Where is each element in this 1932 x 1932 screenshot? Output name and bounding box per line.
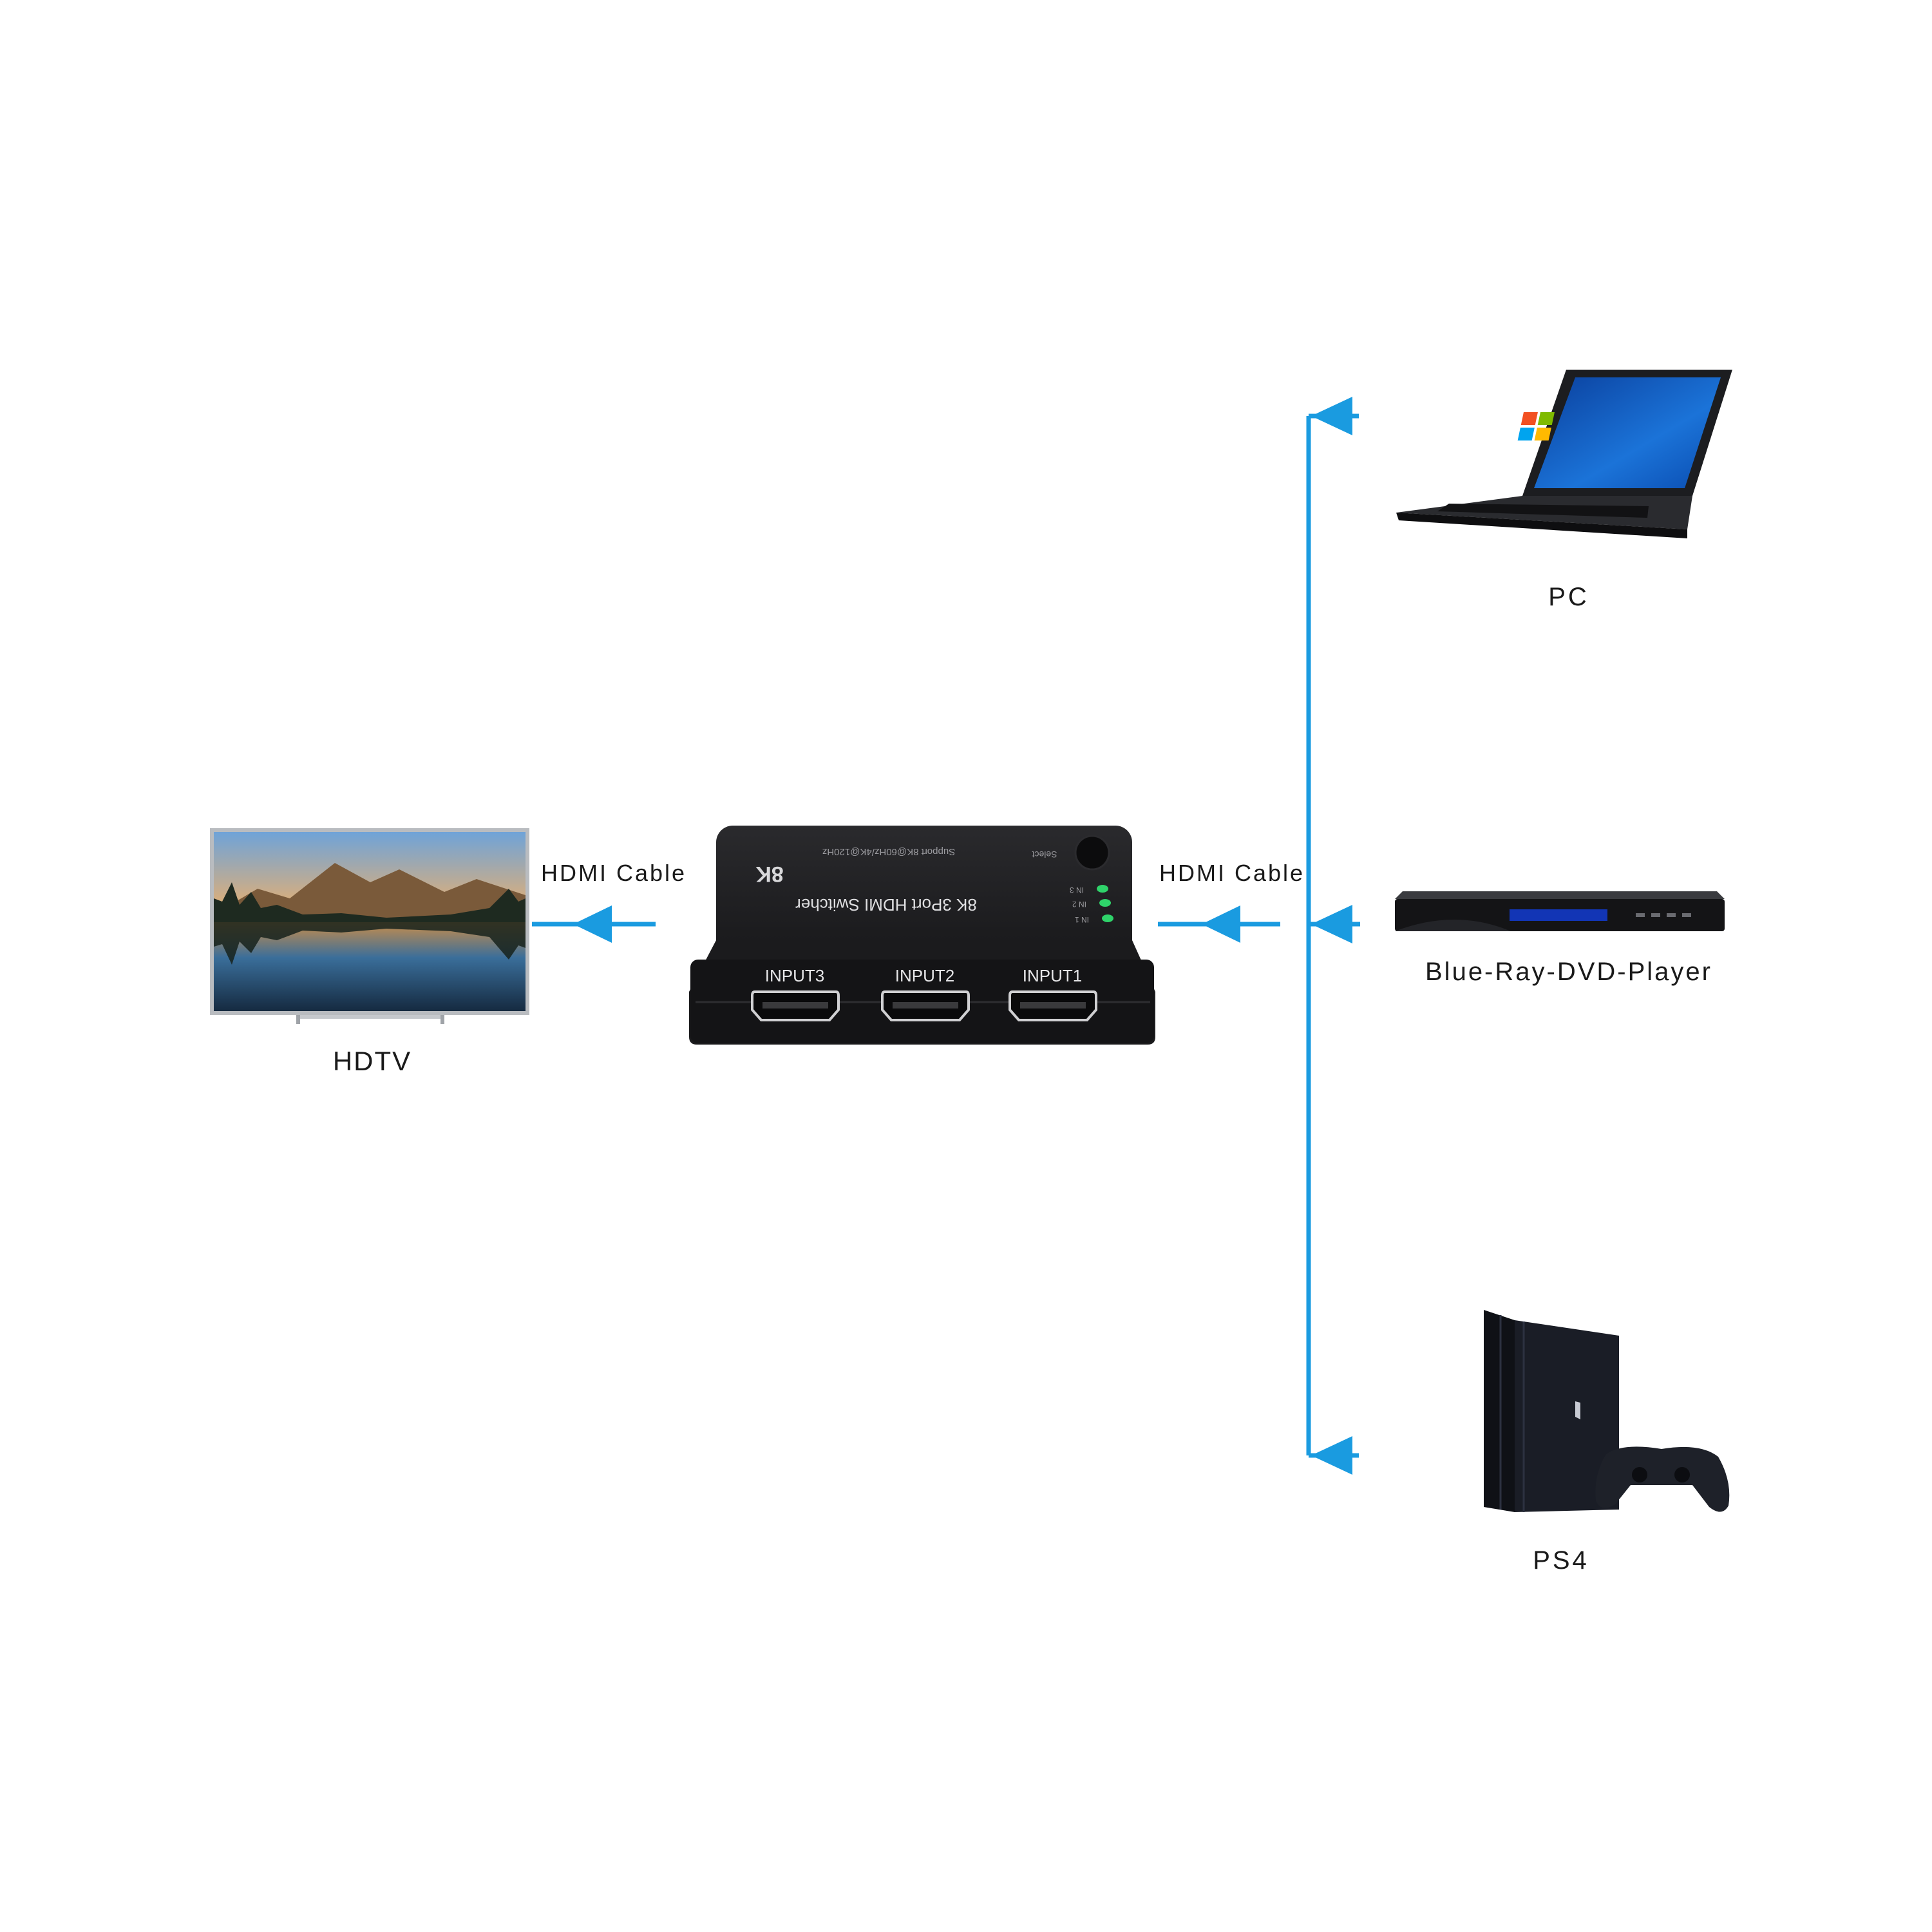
controller-stick <box>1674 1467 1690 1482</box>
arrow-to-tv <box>532 905 656 943</box>
mountain-icon <box>214 863 526 922</box>
logo-pane <box>1534 428 1551 440</box>
port-input2[interactable]: INPUT2 <box>881 966 970 1021</box>
hdmi-switcher: Support 8K@60Hz/4K@120Hz 8K 8K 3Port HDM… <box>689 826 1155 1045</box>
hdmi-port-pins <box>762 1002 828 1009</box>
player-button <box>1636 913 1645 917</box>
arrow-to-switcher <box>1158 905 1280 943</box>
player-button <box>1667 913 1676 917</box>
console-side <box>1484 1310 1515 1512</box>
console-front <box>1515 1320 1619 1512</box>
controller-stick <box>1632 1467 1647 1482</box>
hdmi-port-pins <box>893 1002 958 1009</box>
led-indicator <box>1099 899 1111 907</box>
switcher-logo: 8K <box>755 862 784 886</box>
laptop-keyboard <box>1437 504 1649 518</box>
player-top <box>1395 891 1725 899</box>
arrow-left-icon <box>1311 1436 1352 1475</box>
lake-reflection <box>214 922 526 965</box>
hdmi-cable-label-left: HDMI Cable <box>541 860 687 886</box>
bluray-label: Blue-Ray-DVD-Player <box>1425 958 1712 986</box>
tv-stand-foot-right <box>440 1015 444 1024</box>
select-button[interactable] <box>1074 835 1110 871</box>
laptop-icon <box>1396 370 1732 538</box>
hdtv-label: HDTV <box>333 1046 412 1076</box>
logo-pane <box>1537 412 1555 425</box>
arrow-left-icon <box>1311 397 1352 435</box>
player-button <box>1651 913 1660 917</box>
port-input1[interactable]: INPUT1 <box>1009 966 1097 1021</box>
led-in3: IN 3 <box>1070 885 1108 895</box>
switcher-title: 8K 3Port HDMI Switcher <box>795 895 977 914</box>
windows-logo-icon <box>1517 412 1555 440</box>
controller-icon <box>1595 1446 1730 1512</box>
logo-pane <box>1517 428 1535 440</box>
support-text: Support 8K@60Hz/4K@120Hz <box>822 846 955 857</box>
led-label: IN 1 <box>1075 915 1089 924</box>
hdmi-cable-label-right: HDMI Cable <box>1159 860 1305 886</box>
hdtv-device <box>210 828 529 1024</box>
tv-stand-foot-left <box>296 1015 300 1024</box>
led-in1: IN 1 <box>1075 914 1113 924</box>
player-curve <box>1395 920 1511 931</box>
pc-label: PC <box>1548 583 1589 611</box>
led-label: IN 2 <box>1072 900 1086 909</box>
led-indicator <box>1097 885 1108 893</box>
select-label: Select <box>1032 849 1057 860</box>
player-display <box>1510 909 1607 921</box>
port-label: INPUT1 <box>1023 966 1082 985</box>
port-input3[interactable]: INPUT3 <box>751 966 840 1021</box>
player-button <box>1682 913 1691 917</box>
arrow-left-icon <box>1311 905 1352 943</box>
ps4-console-icon <box>1484 1310 1619 1512</box>
port-label: INPUT2 <box>895 966 954 985</box>
controller-body <box>1595 1446 1730 1512</box>
arrow-left-icon <box>1202 905 1240 943</box>
source-bus <box>1306 397 1360 1475</box>
bluray-player-icon <box>1395 891 1725 931</box>
laptop-edge <box>1396 513 1687 538</box>
ps4-label: PS4 <box>1533 1546 1589 1575</box>
tv-stand <box>296 1015 444 1019</box>
forest-silhouette <box>214 882 526 922</box>
laptop-screen <box>1534 377 1721 488</box>
hdmi-port-pins <box>1020 1002 1086 1009</box>
led-label: IN 3 <box>1070 886 1084 895</box>
port-label: INPUT3 <box>765 966 824 985</box>
playstation-logo-icon <box>1575 1401 1580 1419</box>
arrow-left-icon <box>573 905 612 943</box>
led-in2: IN 2 <box>1072 899 1111 909</box>
led-indicator <box>1102 914 1113 922</box>
logo-pane <box>1520 412 1538 425</box>
